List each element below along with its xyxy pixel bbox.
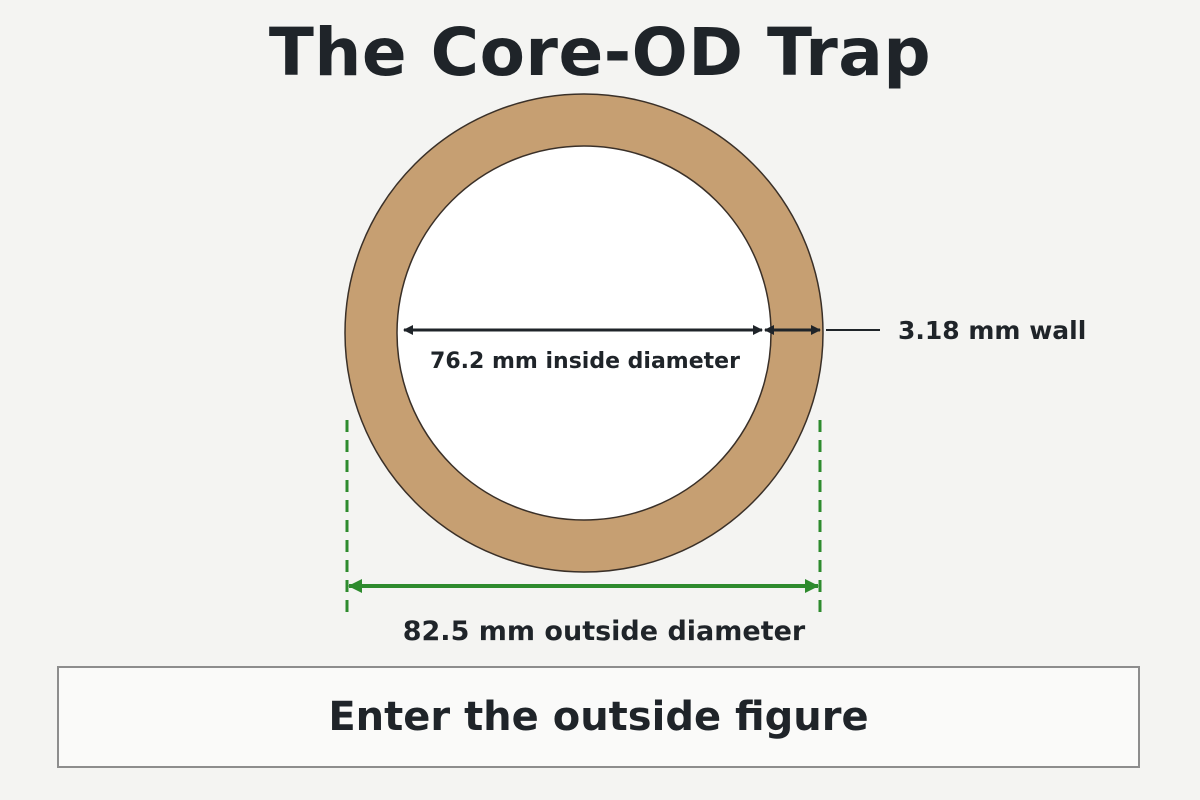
answer-prompt: Enter the outside figure xyxy=(328,694,869,740)
inside-diameter-label: 76.2 mm inside diameter xyxy=(430,349,740,374)
wall-thickness-label: 3.18 mm wall xyxy=(898,316,1086,345)
core-diagram: 76.2 mm inside diameter 3.18 mm wall 82.… xyxy=(344,93,1086,647)
answer-input-box[interactable]: Enter the outside figure xyxy=(57,666,1140,768)
outside-diameter-label: 82.5 mm outside diameter xyxy=(403,616,806,647)
core-outer-edge xyxy=(344,93,824,573)
core-inner-edge xyxy=(396,145,772,521)
page-title: The Core-OD Trap xyxy=(268,14,932,91)
